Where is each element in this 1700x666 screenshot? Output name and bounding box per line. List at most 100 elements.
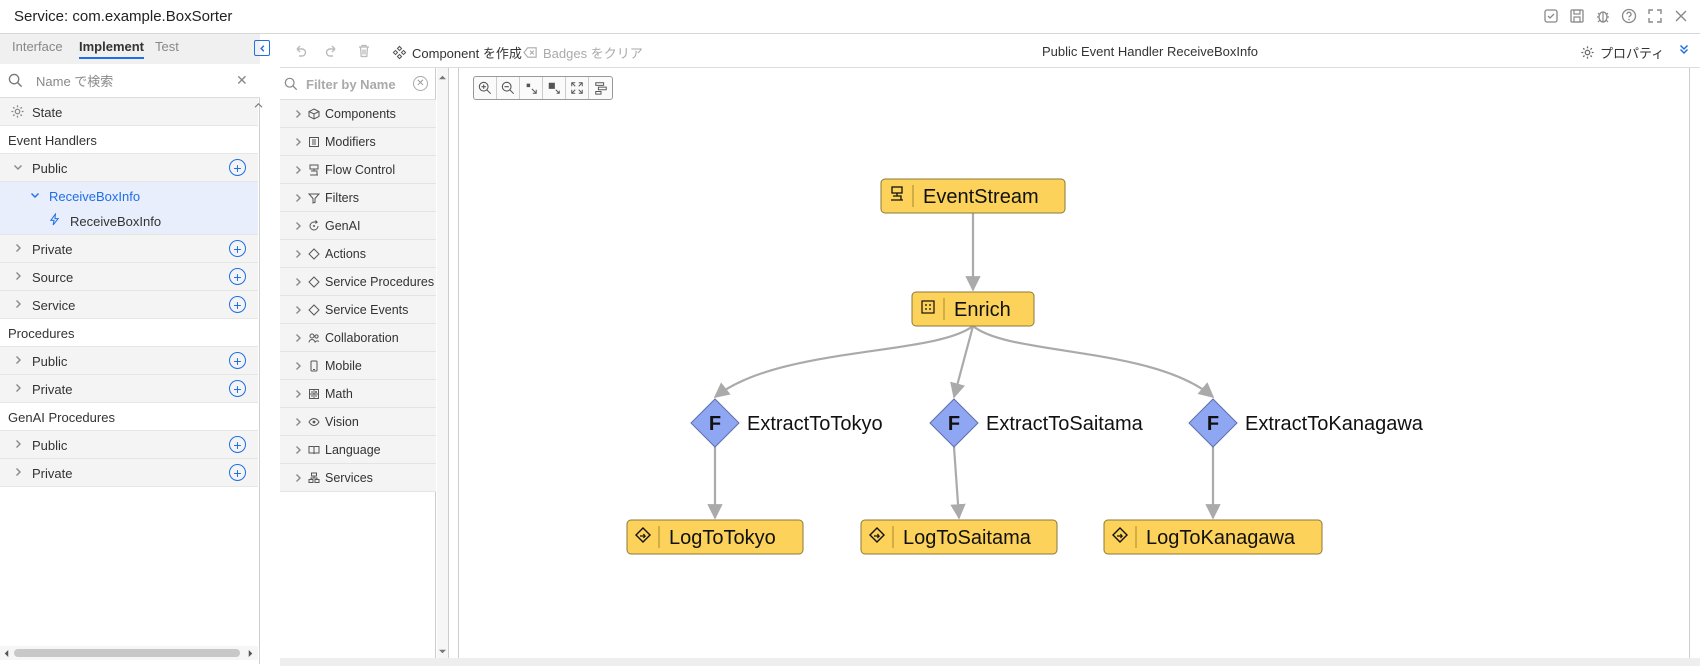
redo-icon[interactable]	[324, 43, 340, 59]
palette-category-filters[interactable]: Filters	[280, 184, 436, 212]
scroll-right-icon[interactable]	[247, 649, 254, 658]
auto-layout-icon[interactable]	[589, 77, 612, 99]
scroll-up-icon[interactable]	[438, 74, 447, 81]
add-icon[interactable]: +	[229, 464, 246, 481]
palette-category-flow-control[interactable]: Flow Control	[280, 156, 436, 184]
tree-item-state[interactable]: State	[0, 98, 258, 126]
zoom-out-icon[interactable]	[497, 77, 520, 99]
search-icon	[8, 73, 23, 91]
palette-filter-input[interactable]	[306, 75, 406, 93]
edge-Enrich-ExtractToKanagawa[interactable]	[972, 325, 1215, 398]
horizontal-scrollbar[interactable]	[0, 646, 258, 660]
add-icon[interactable]: +	[229, 352, 246, 369]
palette-category-language[interactable]: Language	[280, 436, 436, 464]
node-box	[880, 178, 1066, 214]
language-icon	[308, 446, 320, 455]
undo-icon[interactable]	[292, 43, 308, 59]
tree-group-public-handlers[interactable]: Public +	[0, 154, 258, 182]
palette-category-vision[interactable]: Vision	[280, 408, 436, 436]
add-icon[interactable]: +	[229, 380, 246, 397]
scrollbar-thumb[interactable]	[14, 649, 240, 657]
tree-group-private-genai[interactable]: Private +	[0, 459, 258, 487]
vertical-scrollbar[interactable]	[254, 98, 270, 658]
chevron-right-icon	[16, 244, 21, 252]
palette-category-collaboration[interactable]: Collaboration	[280, 324, 436, 352]
add-icon[interactable]: +	[229, 159, 246, 176]
tree-group-source-handlers[interactable]: Source +	[0, 263, 258, 291]
node-logtotokyo[interactable]: LogToTokyo	[626, 519, 804, 555]
scroll-up-icon[interactable]	[254, 102, 263, 109]
help-icon[interactable]	[1620, 7, 1638, 25]
close-icon[interactable]	[1672, 7, 1690, 25]
tab-test[interactable]: Test	[155, 39, 179, 54]
node-enrich[interactable]: Enrich	[911, 291, 1035, 327]
tree-item-receiveboxinfo-event[interactable]: ReceiveBoxInfo	[0, 207, 258, 235]
filter-node-shape	[929, 398, 979, 448]
checklist-icon[interactable]	[1542, 7, 1560, 25]
fit-small-icon[interactable]	[520, 77, 543, 99]
add-icon[interactable]: +	[229, 268, 246, 285]
search-input[interactable]	[36, 71, 226, 91]
palette-category-actions[interactable]: Actions	[280, 240, 436, 268]
edge-Enrich-ExtractToTokyo[interactable]	[713, 325, 974, 398]
delete-icon[interactable]	[356, 43, 372, 59]
node-box	[860, 519, 1058, 555]
palette-category-modifiers[interactable]: Modifiers	[280, 128, 436, 156]
node-eventstream[interactable]: EventStream	[880, 178, 1066, 214]
bug-icon[interactable]	[1594, 7, 1612, 25]
section-event-handlers: Event Handlers	[0, 126, 258, 154]
clear-badges-button[interactable]: Badges をクリア	[523, 43, 643, 62]
node-logtokanagawa[interactable]: LogToKanagawa	[1103, 519, 1323, 555]
palette-category-label: Modifiers	[325, 135, 376, 149]
main-pane: Component を作成 Badges をクリア Public Event H…	[280, 34, 1700, 664]
clear-search-icon[interactable]: ✕	[236, 72, 248, 88]
palette-scrollbar[interactable]	[437, 68, 449, 664]
palette-category-genai[interactable]: GenAI	[280, 212, 436, 240]
fit-to-screen-icon[interactable]	[566, 77, 589, 99]
tree-item-receiveboxinfo-handler[interactable]: ReceiveBoxInfo	[0, 182, 258, 210]
save-icon[interactable]	[1568, 7, 1586, 25]
editor-toolbar: Component を作成 Badges をクリア Public Event H…	[280, 34, 1700, 68]
scroll-down-icon[interactable]	[438, 648, 447, 655]
tab-interface[interactable]: Interface	[12, 39, 63, 54]
fullscreen-icon[interactable]	[1646, 7, 1664, 25]
fit-large-icon[interactable]	[543, 77, 566, 99]
properties-button[interactable]: プロパティ	[1580, 43, 1664, 62]
collapse-pane-button[interactable]	[254, 40, 270, 56]
clear-filter-icon[interactable]: ✕	[413, 76, 428, 91]
zoom-in-icon[interactable]	[474, 77, 497, 99]
clear-badge-icon	[523, 47, 537, 58]
tree-group-private-procedures[interactable]: Private +	[0, 375, 258, 403]
scroll-left-icon[interactable]	[3, 649, 10, 658]
tree-group-public-procedures[interactable]: Public +	[0, 347, 258, 375]
tree-group-public-genai[interactable]: Public +	[0, 431, 258, 459]
tree-group-private-handlers[interactable]: Private +	[0, 235, 258, 263]
double-chevron-down-icon[interactable]	[1678, 43, 1694, 59]
tab-implement[interactable]: Implement	[79, 39, 145, 59]
palette-category-math[interactable]: Math	[280, 380, 436, 408]
add-icon[interactable]: +	[229, 296, 246, 313]
edge-ExtractToSaitama-LogToSaitama[interactable]	[950, 446, 966, 520]
edge-Enrich-ExtractToSaitama[interactable]	[950, 325, 975, 399]
math-icon	[309, 389, 319, 399]
chevron-right-icon	[296, 446, 301, 454]
palette-category-service-procedures[interactable]: Service Procedures	[280, 268, 436, 296]
node-logtosaitama[interactable]: LogToSaitama	[860, 519, 1058, 555]
add-icon[interactable]: +	[229, 436, 246, 453]
editor-title: Public Event Handler ReceiveBoxInfo	[1041, 44, 1259, 59]
palette-category-service-events[interactable]: Service Events	[280, 296, 436, 324]
palette-category-mobile[interactable]: Mobile	[280, 352, 436, 380]
palette-category-components[interactable]: Components	[280, 100, 436, 128]
add-icon[interactable]: +	[229, 240, 246, 257]
zoom-toolbar	[473, 76, 613, 100]
create-component-button[interactable]: Component を作成	[392, 43, 522, 62]
node-box	[626, 519, 804, 555]
tree-group-service-handlers[interactable]: Service +	[0, 291, 258, 319]
palette-category-services[interactable]: Services	[280, 464, 436, 492]
